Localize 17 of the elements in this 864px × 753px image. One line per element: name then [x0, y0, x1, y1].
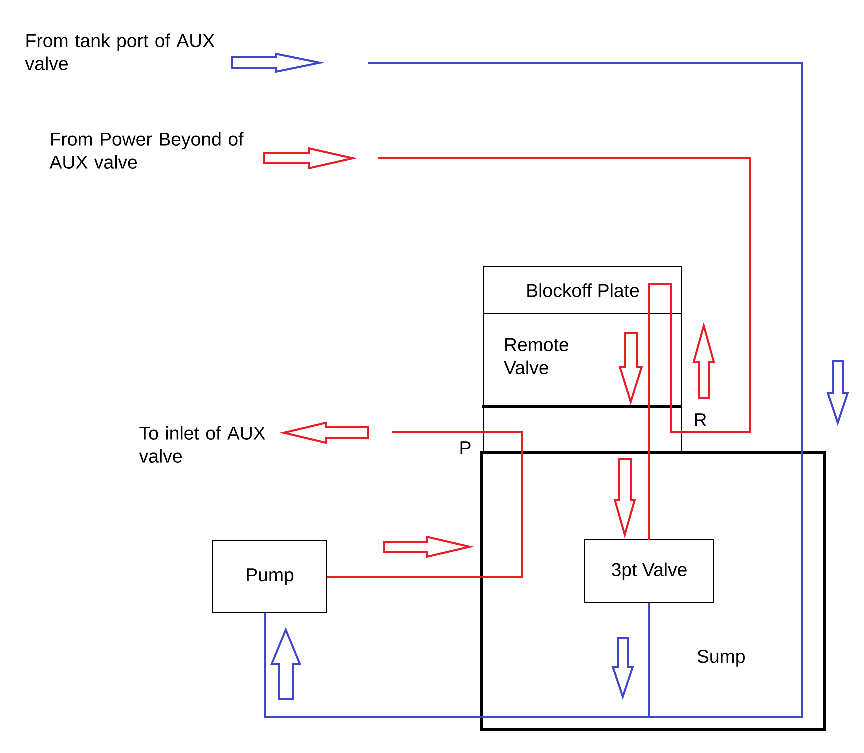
block-arrow — [280, 422, 369, 444]
block-arrow — [263, 147, 358, 170]
plate-box: Blockoff Plate — [484, 266, 682, 314]
hydraulic-line — [327, 432, 523, 578]
block-arrow — [614, 458, 636, 539]
annotation-text: From Power Beyond of AUX valve — [50, 132, 244, 169]
pump-box: Pump — [212, 540, 328, 614]
hydraulic-line — [378, 158, 751, 540]
block-box — [484, 406, 682, 454]
port-label: P — [460, 442, 471, 454]
port-label: R — [695, 414, 706, 426]
valve-box: Remote Valve — [484, 314, 682, 408]
hydraulic-line — [264, 603, 650, 718]
valve-box: 3pt Valve — [584, 540, 714, 604]
annotation-text: To inlet of AUX valve — [139, 426, 266, 463]
annotation-text: From tank port of AUX valve — [25, 34, 215, 70]
block-arrow — [231, 52, 325, 74]
